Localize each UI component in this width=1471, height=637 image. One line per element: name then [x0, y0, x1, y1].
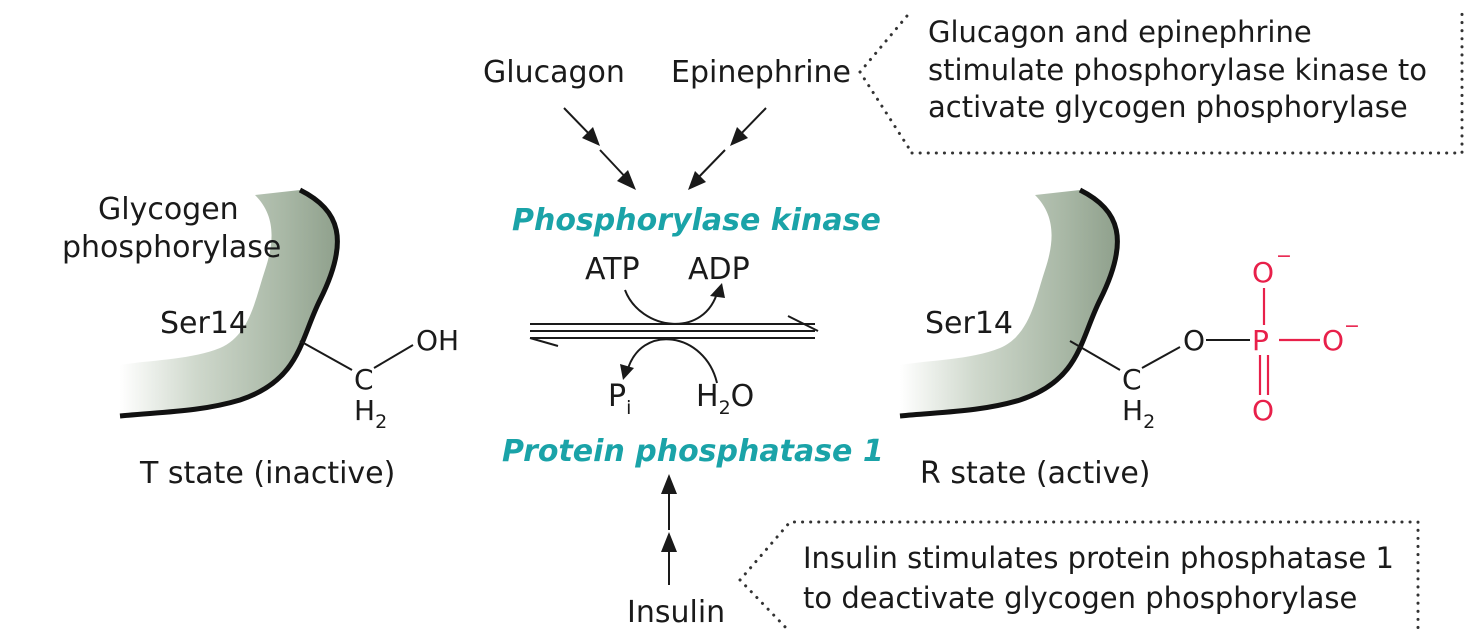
- protein-backbone-left: [120, 190, 338, 416]
- oh-label: OH: [416, 324, 459, 357]
- activation-callout: Glucagon and epinephrine stimulate phosp…: [858, 6, 1464, 155]
- deactivation-callout-border: [738, 520, 1420, 634]
- t-state-label: T state (inactive): [139, 456, 395, 491]
- atp-label: ATP: [585, 252, 640, 287]
- protein-phosphatase-label: Protein phosphatase 1: [502, 434, 884, 469]
- ester-oxygen: O: [1183, 324, 1205, 357]
- epinephrine-label: Epinephrine: [671, 55, 851, 90]
- glucagon-arrowhead-lower: [617, 170, 636, 190]
- c-o-bond: [1141, 346, 1181, 369]
- equilibrium-arrows: [529, 315, 819, 347]
- ch2-right: H2: [1122, 394, 1155, 433]
- ch2-left: H2: [354, 394, 387, 433]
- water-to-pi-curve: [626, 338, 718, 384]
- insulin-label: Insulin: [627, 595, 725, 630]
- atp-to-adp-curve: [624, 289, 719, 325]
- h-sub-right: 2: [1143, 411, 1155, 433]
- deactivation-note-line1: Insulin stimulates protein phosphatase 1: [803, 541, 1394, 575]
- h-left: H: [354, 394, 375, 427]
- activation-note-line2: stimulate phosphorylase kinase to: [928, 53, 1427, 87]
- oxygen-top: O: [1252, 256, 1274, 289]
- protein-backbone-right: [900, 190, 1118, 416]
- water-h: H: [696, 379, 719, 414]
- epinephrine-arrowhead-upper: [730, 127, 748, 146]
- glucagon-arrowhead-upper: [582, 127, 600, 146]
- adp-label: ADP: [688, 252, 750, 287]
- pi-label: Pi: [608, 379, 631, 419]
- charge-right: −: [1344, 315, 1360, 337]
- glucagon-arrows: [563, 107, 636, 190]
- r-state-label: R state (active): [920, 456, 1151, 491]
- water-label: H2O: [696, 379, 754, 419]
- charge-top: −: [1276, 245, 1292, 267]
- reverse-arrow-barb: [529, 337, 559, 347]
- glycogen-phosphorylase-label-line1: Glycogen: [98, 192, 239, 227]
- insulin-arrowhead-lower: [661, 532, 677, 552]
- forward-arrow-barb: [787, 315, 819, 332]
- pi-main: P: [608, 379, 626, 414]
- water-pi-arrowhead: [620, 364, 634, 380]
- oxygen-bottom: O: [1252, 394, 1274, 427]
- glucagon-label: Glucagon: [483, 55, 625, 90]
- water-subscript: 2: [719, 397, 731, 419]
- epinephrine-arrows: [688, 107, 767, 190]
- activation-note-line1: Glucagon and epinephrine: [928, 15, 1312, 49]
- ser-bond-right: [1069, 340, 1121, 371]
- oxygen-right: O: [1322, 324, 1344, 357]
- activation-note-line3: activate glycogen phosphorylase: [928, 90, 1408, 124]
- insulin-arrowhead-upper: [661, 474, 677, 494]
- activation-callout-border: [858, 6, 1464, 155]
- phosphate-group: P O − O − O: [1252, 245, 1360, 427]
- ser-bond-left: [299, 340, 353, 371]
- protein-edge-left: [119, 187, 340, 419]
- deactivation-callout: Insulin stimulates protein phosphatase 1…: [738, 520, 1420, 634]
- phosphorylase-kinase-label: Phosphorylase kinase: [512, 203, 881, 238]
- r-state-structure: Ser14 C H2 O P O − O − O R state (active…: [899, 187, 1360, 491]
- phosphorus: P: [1252, 324, 1269, 357]
- glycogen-phosphorylase-label-line2: phosphorylase: [62, 230, 281, 265]
- c-oh-bond: [373, 344, 414, 369]
- ser14-left-label: Ser14: [160, 306, 248, 341]
- protein-edge-right: [899, 187, 1120, 419]
- insulin-arrows: [661, 474, 677, 585]
- h-sub-left: 2: [375, 411, 387, 433]
- ser14-right-label: Ser14: [925, 306, 1013, 341]
- carbon-left: C: [354, 363, 374, 396]
- atp-adp-arrowhead: [710, 283, 725, 298]
- pi-subscript: i: [626, 397, 631, 419]
- h-right: H: [1122, 394, 1143, 427]
- deactivation-note-line2: to deactivate glycogen phosphorylase: [803, 581, 1357, 615]
- water-o: O: [731, 379, 755, 414]
- carbon-right: C: [1122, 363, 1142, 396]
- epinephrine-arrowhead-lower: [688, 171, 706, 190]
- t-state-structure: Glycogen phosphorylase Ser14 C OH H2 T s…: [62, 187, 459, 491]
